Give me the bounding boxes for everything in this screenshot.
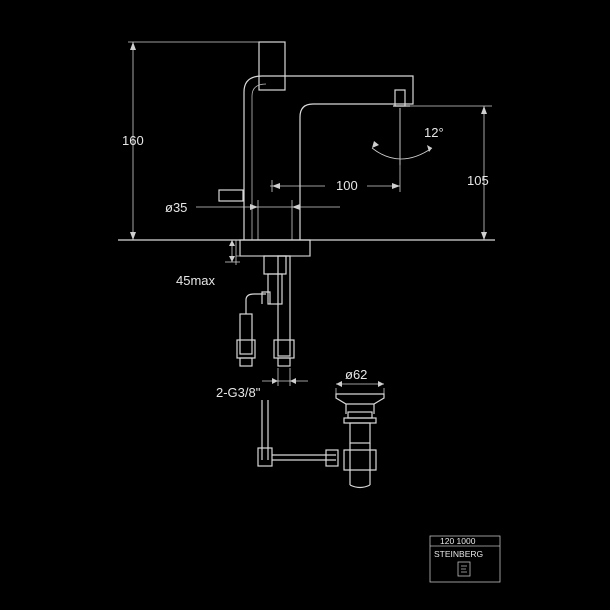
dimension-diameter-62: ø62 [335, 367, 385, 394]
label-connection: 2-G3/8" [216, 385, 261, 400]
waste-drain [335, 393, 385, 489]
dimension-reach-100: 100 [270, 108, 401, 193]
dimension-height-105: 105 [406, 105, 492, 240]
pull-rod-linkage [257, 400, 339, 467]
label-105: 105 [467, 173, 489, 188]
dimension-swivel-12: 12° [371, 108, 444, 165]
brand-name: STEINBERG [434, 549, 483, 559]
brand-logo-icon [457, 561, 471, 577]
dimension-45max: 45max [176, 240, 240, 288]
dimension-connection: 2-G3/8" [216, 368, 308, 400]
title-block: 120 1000 STEINBERG [429, 535, 501, 583]
label-diameter-62: ø62 [345, 367, 367, 382]
dimension-height-160: 160 [122, 41, 259, 240]
label-45max: 45max [176, 273, 216, 288]
label-12-degree: 12° [424, 125, 444, 140]
label-160: 160 [122, 133, 144, 148]
faucet-body [218, 41, 414, 240]
label-100: 100 [336, 178, 358, 193]
mounting-flange [235, 239, 311, 265]
label-diameter-35: ø35 [165, 200, 187, 215]
product-code: 120 1000 [440, 536, 476, 546]
supply-hoses [236, 255, 295, 367]
dimension-diameter-35: ø35 [165, 200, 340, 240]
